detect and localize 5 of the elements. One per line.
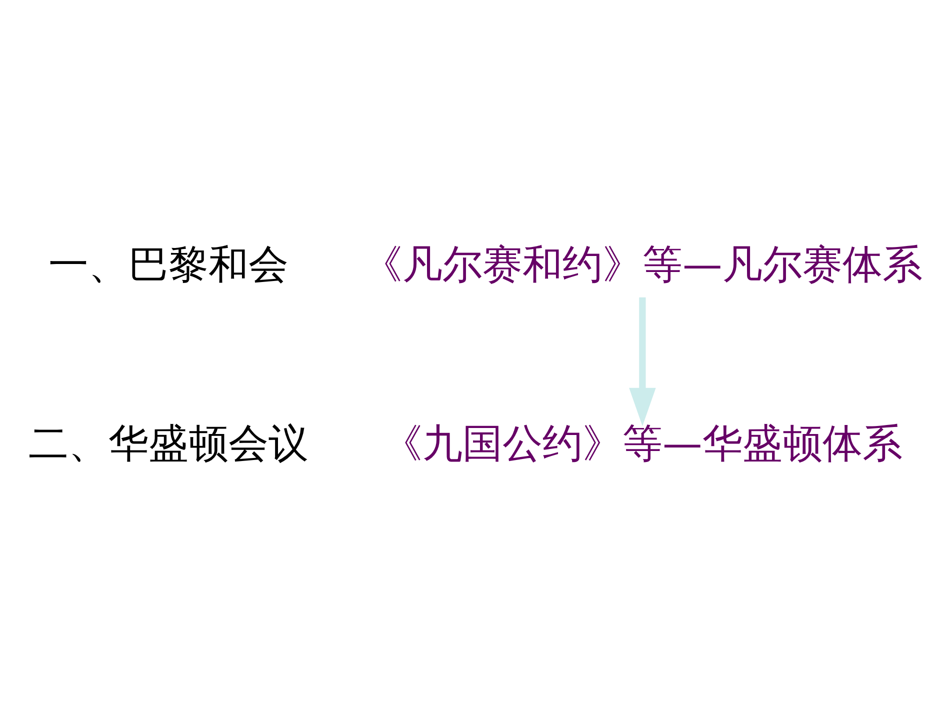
label: 二、华盛顿会议 [28,420,308,466]
arrow [629,296,656,426]
node-text: 《九国公约》等—华盛顿体系 [382,420,902,466]
label: 一、巴黎和会 [48,241,288,288]
node-text: 《凡尔赛和约》等—凡尔赛体系 [362,241,922,288]
